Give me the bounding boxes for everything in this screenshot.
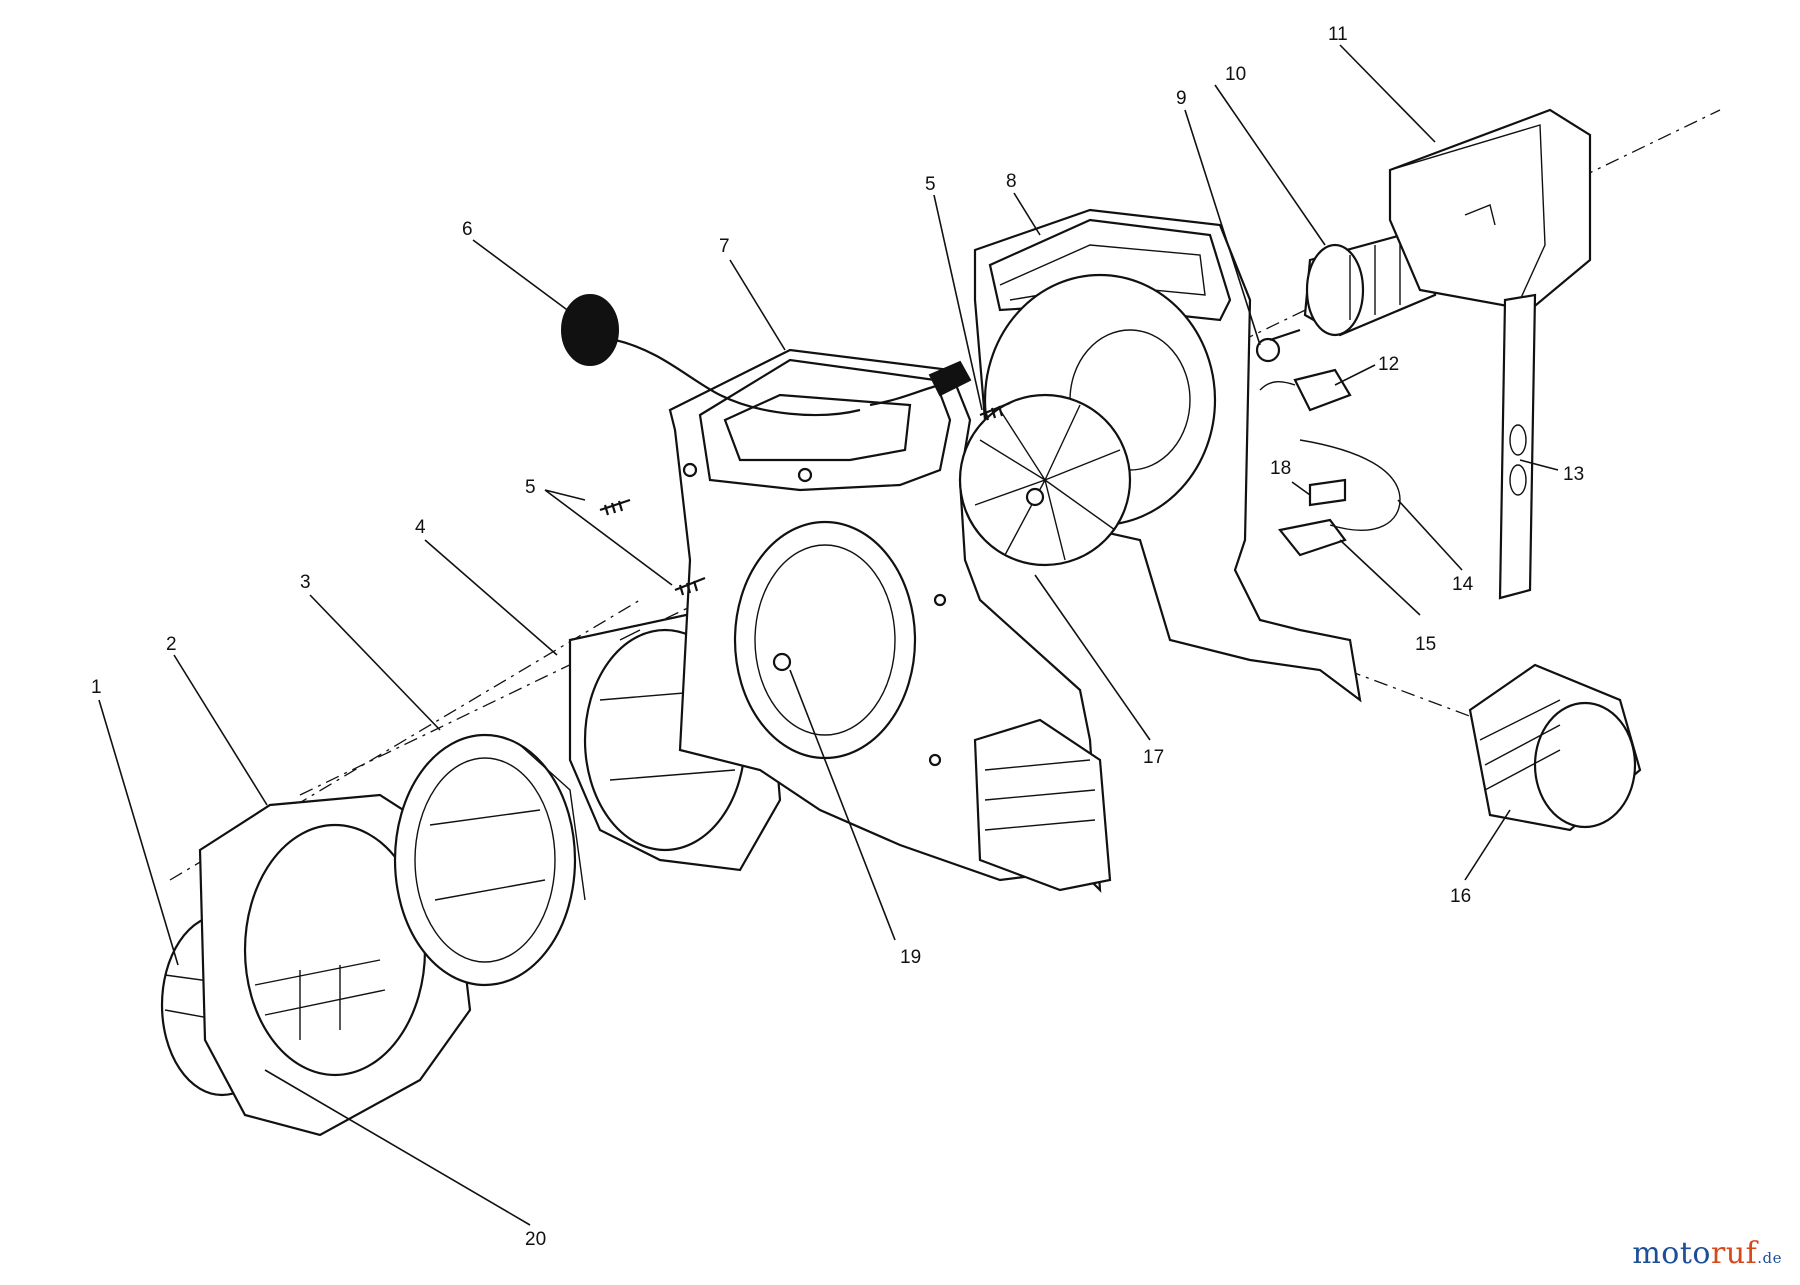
part-motor: [1269, 228, 1437, 342]
callout-4: 4: [415, 517, 426, 538]
leader-lines: [98, 44, 1559, 1226]
part-fan-impeller: [958, 393, 1132, 567]
watermark-part-b: ruf: [1710, 1236, 1758, 1271]
callout-6: 6: [462, 219, 473, 240]
callout-8: 8: [1006, 171, 1017, 192]
callout-17: 17: [1143, 747, 1164, 768]
callout-14: 14: [1452, 574, 1474, 595]
watermark-part-c: .de: [1757, 1249, 1782, 1267]
callout-12: 12: [1378, 354, 1399, 375]
part-contact: [1308, 478, 1347, 507]
part-washer: [1255, 337, 1281, 363]
part-filter: [1468, 663, 1642, 832]
callout-9: 9: [1176, 88, 1187, 109]
part-switch-plate: [1498, 293, 1537, 600]
watermark-logo: motoruf.de: [1632, 1236, 1782, 1271]
part-screws: [599, 401, 1011, 596]
callout-5-right: 5: [925, 174, 936, 195]
callout-2: 2: [166, 634, 177, 655]
part-connector: [1259, 368, 1352, 412]
callout-11: 11: [1328, 24, 1348, 45]
callout-10: 10: [1225, 64, 1246, 85]
part-inner-frame: [393, 733, 586, 987]
callout-13: 13: [1563, 464, 1584, 485]
callout-7: 7: [719, 236, 730, 257]
callout-5-left: 5: [525, 477, 536, 498]
callout-3: 3: [300, 572, 311, 593]
part-power-cord: [561, 294, 972, 417]
callout-19: 19: [900, 947, 921, 968]
callout-labels: 1 2 3 4 5 5 6 7 8 9 10 11 12 13 14 15 16…: [91, 24, 1584, 1250]
watermark-part-a: moto: [1632, 1236, 1711, 1271]
callout-20: 20: [525, 1229, 546, 1250]
callout-15: 15: [1415, 634, 1436, 655]
part-housing-half: [668, 348, 1112, 893]
callout-16: 16: [1450, 886, 1471, 907]
part-switch: [1278, 439, 1401, 557]
callout-1: 1: [91, 677, 102, 698]
part-motor-cover: [1388, 108, 1592, 312]
callout-18: 18: [1270, 458, 1291, 479]
part-pin: [772, 652, 792, 672]
